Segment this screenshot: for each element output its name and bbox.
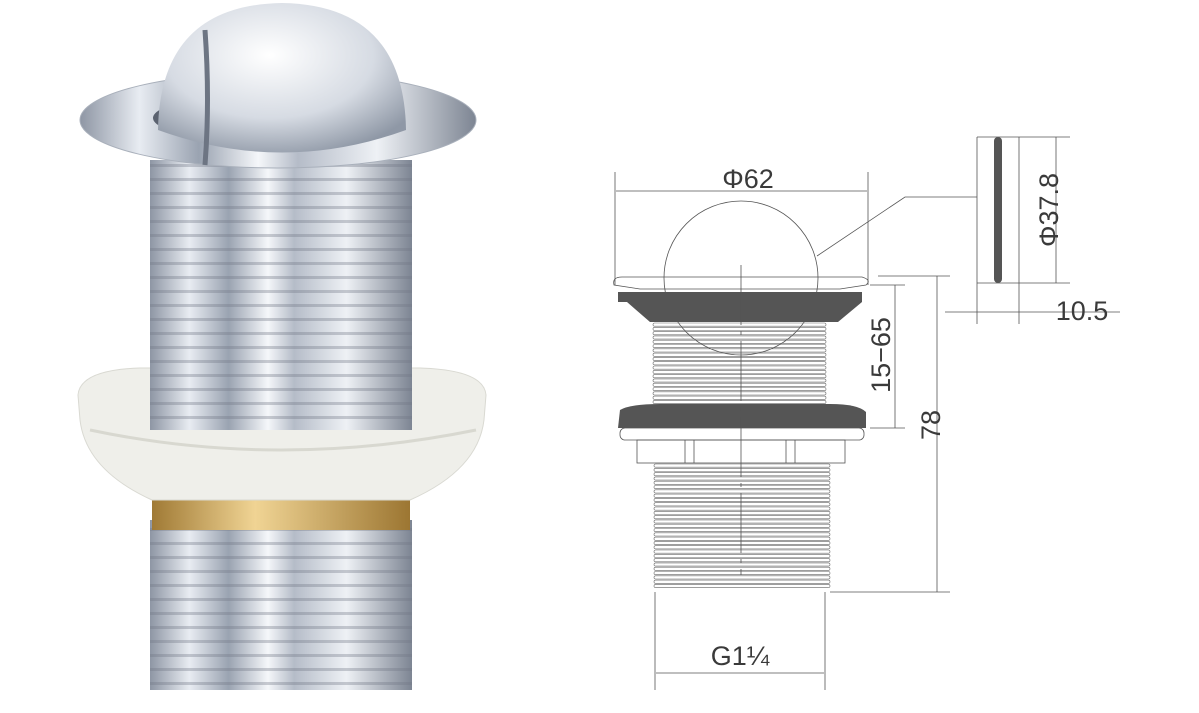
thread-ridge: [652, 344, 827, 349]
thread-ridge: [652, 331, 827, 336]
product-photo: [77, 3, 487, 690]
lower-gasket: [618, 404, 866, 428]
thread-ridge: [653, 575, 831, 580]
thread-ridge: [653, 480, 831, 485]
lower-threads: [653, 463, 831, 588]
cap-diameter-label: Φ37.8: [1034, 173, 1064, 247]
thread-ridge: [652, 382, 827, 387]
thread-ridge: [653, 558, 831, 563]
upper-threads: [652, 322, 827, 404]
thread-ridge: [653, 528, 831, 533]
thread-ridge: [653, 523, 831, 528]
dome-cap: [158, 3, 406, 153]
thread-ridge: [653, 536, 831, 541]
thread-ridge: [653, 579, 831, 584]
thread-ridge: [652, 400, 827, 404]
thread-ridge: [653, 472, 831, 477]
thread-ridge: [652, 339, 827, 344]
thread-ridge: [652, 374, 827, 379]
thread-ridge: [653, 541, 831, 545]
thread-ridge: [653, 502, 831, 507]
thread-ridge: [652, 391, 827, 396]
cap-side-view: [945, 136, 1120, 324]
thread-ridge: [653, 498, 831, 502]
flange-diameter-label: Φ62: [722, 164, 774, 194]
thread-ridge: [653, 476, 831, 481]
thread-ridge: [653, 467, 831, 472]
thread-ridge: [653, 489, 831, 494]
technical-drawing: Φ62 Φ37.8 10.5 15−65 78 G1¼: [613, 136, 1120, 690]
thread-ridge: [652, 387, 827, 392]
thread-ridge: [653, 506, 831, 511]
thread-ridge: [653, 519, 831, 524]
thread-ridge: [653, 532, 831, 537]
thread-size-label: G1¼: [711, 641, 770, 671]
thread-ridge: [652, 365, 827, 370]
overall-height-label: 78: [916, 410, 946, 440]
thread-ridge: [653, 549, 831, 554]
thread-ridge: [653, 515, 831, 520]
thread-ridge: [653, 485, 831, 490]
thread-ridge: [652, 369, 827, 374]
clamp-range-label: 15−65: [866, 317, 896, 393]
thread-ridge: [653, 463, 831, 468]
thread-ridge: [652, 378, 827, 383]
thread-ridge: [652, 352, 827, 357]
thread-ridge: [652, 322, 827, 327]
thread-ridge: [652, 361, 827, 366]
thread-ridge: [653, 510, 831, 515]
thread-ridge: [653, 553, 831, 558]
cap-thickness-label: 10.5: [1056, 296, 1109, 326]
thread-ridge: [652, 348, 827, 353]
flange: [613, 276, 869, 290]
thread-ridge: [653, 493, 831, 498]
thread-ridge: [653, 562, 831, 567]
thread-ridge: [652, 395, 827, 400]
thread-ridge: [652, 326, 827, 331]
thread-ridge: [652, 335, 827, 340]
thread-ridge: [653, 571, 831, 576]
thread-ridge: [653, 584, 831, 588]
thread-ridge: [652, 357, 827, 361]
white-washer-line: [619, 427, 865, 441]
thread-ridge: [653, 566, 831, 571]
thread-ridge: [653, 545, 831, 550]
top-gasket: [618, 292, 862, 322]
